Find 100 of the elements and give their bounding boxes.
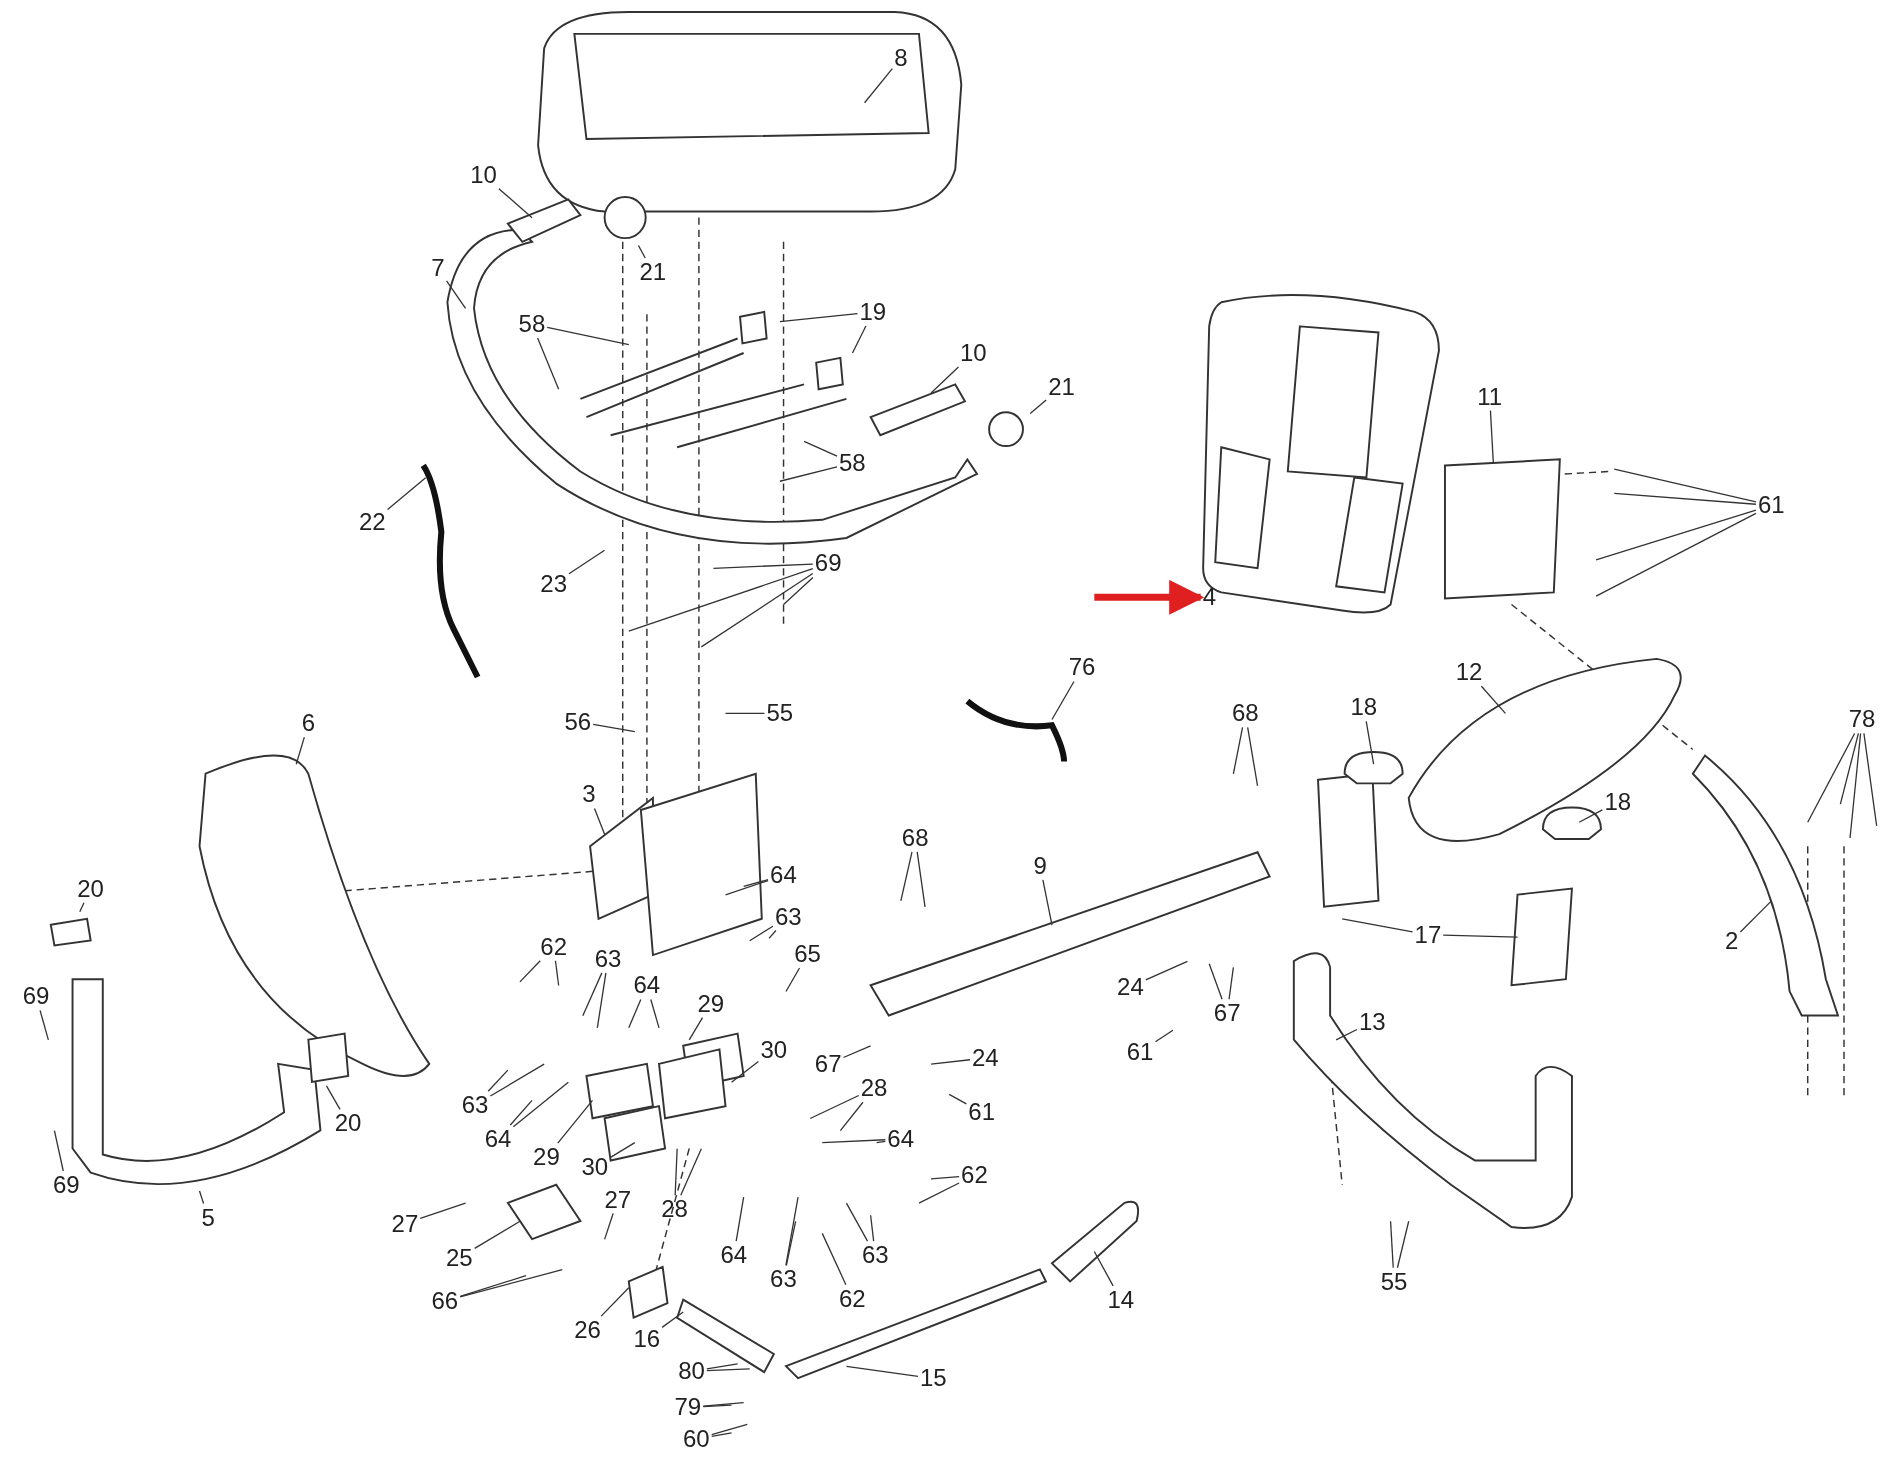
leader-line xyxy=(459,1275,527,1297)
callout-number: 64 xyxy=(886,1126,916,1153)
callout-number: 65 xyxy=(793,941,822,968)
leader-line xyxy=(1396,1220,1410,1269)
callout-number: 13 xyxy=(1357,1008,1387,1035)
leader-line xyxy=(536,337,560,390)
leader-line xyxy=(498,188,533,219)
callout-number: 62 xyxy=(837,1285,867,1312)
leader-line xyxy=(702,1402,745,1407)
callout-number: 63 xyxy=(769,1266,798,1293)
leader-line xyxy=(711,1423,748,1436)
leader-line xyxy=(593,807,606,835)
callout-number: 18 xyxy=(1349,694,1379,721)
callout-number: 68 xyxy=(1230,700,1260,727)
leader-line xyxy=(512,1081,569,1128)
leader-line xyxy=(842,1045,872,1059)
callout-number: 17 xyxy=(1413,921,1443,948)
leader-line xyxy=(821,1232,847,1286)
leader-line xyxy=(554,960,560,987)
leader-line xyxy=(785,1196,799,1266)
leader-line xyxy=(1613,468,1757,503)
leader-line xyxy=(1595,512,1757,597)
leader-line xyxy=(845,1202,869,1242)
leader-line xyxy=(809,1094,860,1120)
leader-line xyxy=(546,326,630,346)
leader-line xyxy=(735,1196,745,1242)
leader-line xyxy=(568,549,606,575)
callout-number: 6 xyxy=(300,710,317,737)
callout-number: 3 xyxy=(581,781,597,808)
leader-line xyxy=(1480,685,1507,715)
callout-number: 76 xyxy=(1067,654,1097,681)
leader-line xyxy=(557,1099,594,1144)
leader-line xyxy=(1863,732,1878,827)
leader-line xyxy=(603,1212,614,1241)
leader-line xyxy=(1849,732,1862,839)
callout-number: 80 xyxy=(677,1358,706,1385)
leader-line xyxy=(79,902,85,913)
callout-number: 67 xyxy=(1212,1000,1242,1027)
leader-line xyxy=(1208,963,1223,1000)
callout-number: 2 xyxy=(1724,927,1740,954)
callout-number: 64 xyxy=(483,1126,513,1153)
leader-line xyxy=(1578,809,1604,823)
callout-number: 28 xyxy=(660,1196,689,1223)
leader-line xyxy=(688,1016,704,1041)
leader-line xyxy=(1093,1250,1114,1287)
leader-line xyxy=(779,466,838,482)
leader-line xyxy=(768,929,777,939)
leader-line xyxy=(1807,732,1856,823)
callout-number: 61 xyxy=(967,1099,997,1126)
callout-number: 27 xyxy=(390,1210,420,1237)
leader-line xyxy=(198,1190,205,1205)
leader-line xyxy=(700,572,814,648)
callout-number: 62 xyxy=(539,933,568,960)
callout-number: 16 xyxy=(632,1325,662,1352)
leader-line xyxy=(1042,879,1053,926)
leader-line xyxy=(869,1214,875,1242)
callout-number: 66 xyxy=(430,1288,460,1315)
leader-line xyxy=(519,960,541,983)
leader-line xyxy=(1442,934,1519,938)
callout-number: 15 xyxy=(919,1365,948,1392)
callout-number: 79 xyxy=(673,1394,703,1421)
leader-line xyxy=(730,1060,760,1083)
leader-line xyxy=(1389,1220,1394,1269)
leader-line xyxy=(916,851,926,908)
leader-line xyxy=(1595,509,1757,561)
leader-line xyxy=(592,723,636,733)
callout-number: 58 xyxy=(837,450,867,477)
leader-line xyxy=(53,1129,64,1172)
leader-line xyxy=(674,1148,678,1196)
callout-number: 30 xyxy=(759,1036,789,1063)
callout-number: 61 xyxy=(1756,492,1786,519)
callout-number: 5 xyxy=(200,1204,216,1231)
callout-number: 26 xyxy=(573,1317,602,1344)
leader-line xyxy=(419,1202,467,1220)
leader-line xyxy=(706,1363,739,1370)
callout-number: 64 xyxy=(632,972,662,999)
callout-number: 55 xyxy=(1379,1268,1409,1295)
leader-line xyxy=(387,477,427,511)
leader-line xyxy=(445,280,467,309)
callout-number: 19 xyxy=(858,298,888,325)
leader-line xyxy=(930,366,960,394)
leader-line xyxy=(851,325,867,354)
callout-number: 69 xyxy=(21,983,51,1010)
leader-line xyxy=(628,568,814,632)
leader-line xyxy=(876,1140,886,1144)
leader-line xyxy=(930,1059,971,1065)
callout-number: 25 xyxy=(445,1244,474,1271)
leader-line xyxy=(749,925,774,942)
leader-line xyxy=(489,1063,545,1097)
leader-line xyxy=(724,879,769,896)
callout-number: 64 xyxy=(769,862,798,889)
callout-number: 62 xyxy=(960,1162,989,1189)
callout-number: 4 xyxy=(1201,584,1218,611)
leader-line xyxy=(706,1368,751,1372)
callout-number: 29 xyxy=(532,1144,561,1171)
callout-number: 63 xyxy=(860,1242,890,1269)
callout-number: 9 xyxy=(1032,852,1048,879)
callout-number: 23 xyxy=(539,571,568,598)
leader-line xyxy=(1613,492,1757,505)
leader-line xyxy=(1145,960,1189,981)
